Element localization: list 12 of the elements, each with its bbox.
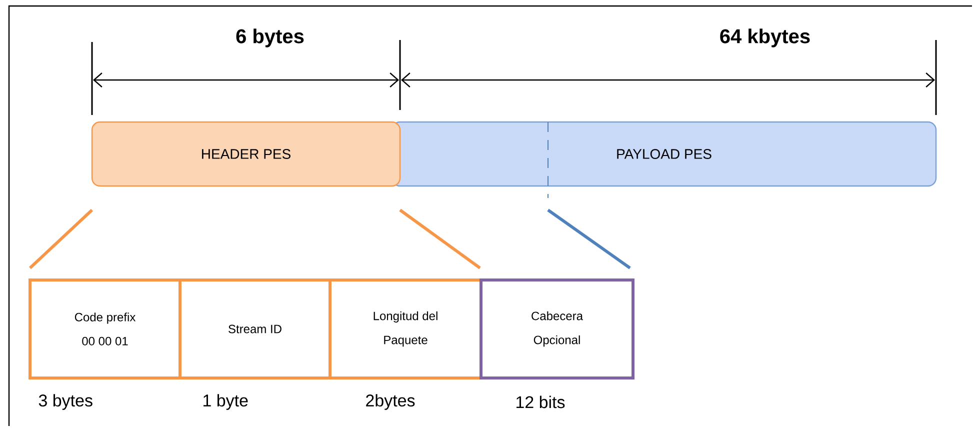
field-box: Stream ID [178, 278, 332, 380]
field-box: Code prefix 00 00 01 [28, 278, 182, 380]
size-label: 3 bytes [38, 394, 92, 410]
field-box: Cabecera Opcional [480, 278, 634, 380]
dimension-label: 64 kbytes [720, 28, 810, 48]
size-label: 1 byte [204, 394, 248, 410]
dimension-label: 6 bytes [236, 28, 304, 48]
segment-bar: HEADER PES [91, 121, 401, 187]
field-box: Longitud del Paquete [328, 278, 482, 380]
size-label: 12 bits [516, 396, 565, 408]
segment-bar: PAYLOAD PES [391, 121, 937, 187]
size-label: 2bytes [366, 394, 415, 410]
